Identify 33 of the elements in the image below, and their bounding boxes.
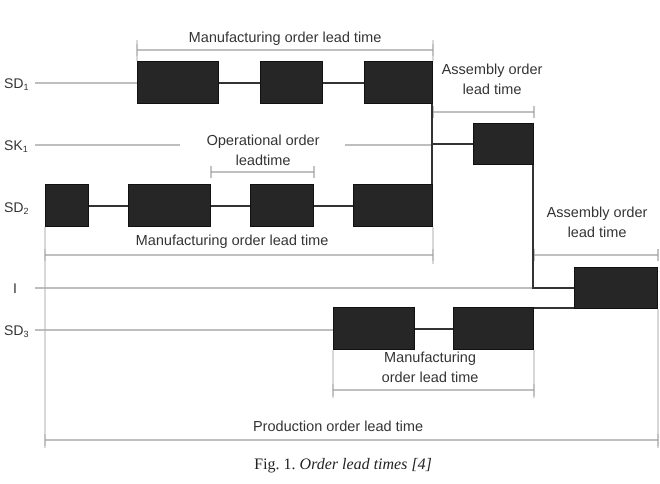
task-bar — [453, 307, 534, 350]
task-bar — [45, 184, 89, 227]
dimension-label: Production order lead time — [252, 418, 424, 437]
dimension-label: Assembly order lead time — [440, 61, 544, 100]
dimension-label: Assembly order lead time — [546, 204, 648, 243]
task-bar — [260, 61, 323, 104]
row-label: SD$_{1}$ — [4, 74, 28, 92]
task-bar — [333, 307, 415, 350]
row-label: SD$_{2}$ — [4, 198, 28, 216]
dimension-label: Operational order leadtime — [206, 132, 320, 171]
connector-line — [314, 205, 353, 207]
connector-line — [415, 328, 453, 330]
task-bar — [574, 267, 658, 309]
connector-line — [89, 205, 128, 207]
dimension-label: Manufacturing order lead time — [136, 232, 328, 251]
connector-line — [323, 82, 364, 84]
row-label: SK$_{1}$ — [4, 136, 28, 154]
row-label: I — [13, 279, 17, 297]
task-bar — [364, 61, 433, 104]
connector-line — [431, 143, 473, 184]
task-bar — [137, 61, 219, 104]
dimension-label: Manufacturing order lead time — [380, 349, 480, 388]
task-bar — [473, 123, 534, 165]
connector-line — [534, 307, 574, 309]
task-bar — [250, 184, 314, 227]
connector-line — [211, 205, 250, 207]
dimension-label: Manufacturing order lead time — [188, 29, 382, 48]
connector-line — [219, 82, 260, 84]
task-bar — [128, 184, 211, 227]
task-bar — [353, 184, 433, 227]
connector-line — [532, 165, 574, 289]
row-label: SD$_{3}$ — [4, 321, 28, 339]
figure-caption: Fig. 1. Order lead times [4] — [254, 455, 432, 475]
